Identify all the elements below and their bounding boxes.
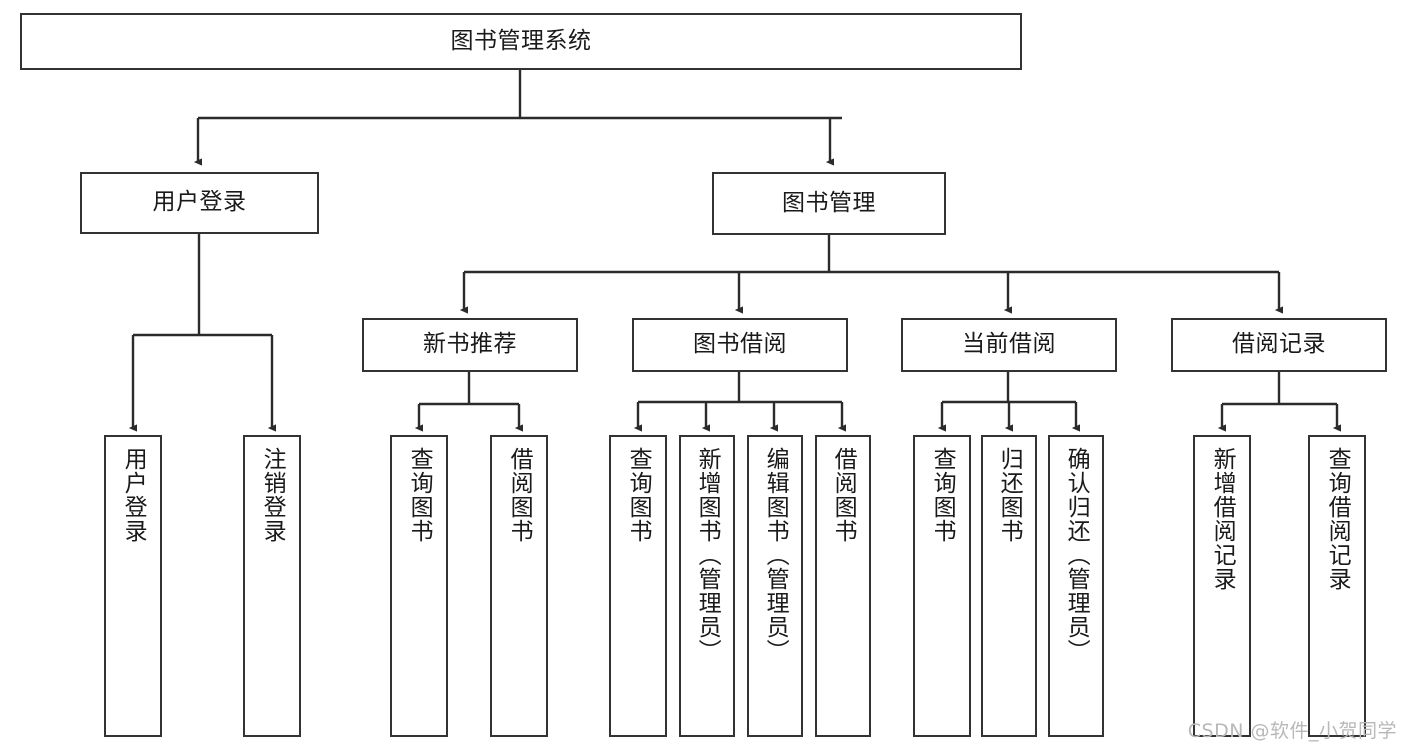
node-new-book-recommend-label: 新书推荐 [423,331,517,358]
node-leaf-query-borrow-record-label: 查询借阅记录 [1324,447,1351,591]
node-leaf-user-login[interactable]: 用户登录 [104,435,162,737]
node-leaf-confirm-return-label: 确认归还（管理员） [1063,447,1090,663]
node-user-login[interactable]: 用户登录 [80,172,319,234]
node-leaf-borrow-book-1-label: 借阅图书 [506,447,533,543]
node-leaf-edit-book[interactable]: 编辑图书（管理员） [747,435,803,737]
node-leaf-add-book-label: 新增图书（管理员） [694,447,721,663]
node-leaf-add-borrow-record[interactable]: 新增借阅记录 [1193,435,1251,737]
node-book-borrow[interactable]: 图书借阅 [632,318,848,372]
node-leaf-edit-book-label: 编辑图书（管理员） [762,447,789,663]
node-leaf-query-book-2-label: 查询图书 [625,447,652,543]
csdn-watermark: CSDN @软件_小贺同学 [1187,720,1397,742]
node-leaf-query-book-2[interactable]: 查询图书 [609,435,667,737]
node-new-book-recommend[interactable]: 新书推荐 [362,318,578,372]
node-leaf-logout-login-label: 注销登录 [259,447,286,543]
node-leaf-user-login-label: 用户登录 [120,447,147,543]
node-leaf-query-book-3-label: 查询图书 [929,447,956,543]
node-book-management-label: 图书管理 [782,189,876,216]
node-leaf-borrow-book-1[interactable]: 借阅图书 [490,435,548,737]
node-borrow-record-label: 借阅记录 [1232,331,1326,358]
node-user-login-label: 用户登录 [152,189,247,216]
node-leaf-query-book-3[interactable]: 查询图书 [913,435,971,737]
node-leaf-query-borrow-record[interactable]: 查询借阅记录 [1308,435,1366,737]
node-current-borrow[interactable]: 当前借阅 [901,318,1117,372]
node-leaf-confirm-return[interactable]: 确认归还（管理员） [1048,435,1104,737]
node-borrow-record[interactable]: 借阅记录 [1171,318,1387,372]
node-leaf-query-book-1-label: 查询图书 [406,447,433,543]
node-book-management[interactable]: 图书管理 [712,172,946,235]
node-leaf-query-book-1[interactable]: 查询图书 [390,435,448,737]
node-current-borrow-label: 当前借阅 [962,331,1056,358]
node-leaf-return-book-label: 归还图书 [996,447,1023,543]
node-leaf-add-borrow-record-label: 新增借阅记录 [1209,447,1236,591]
node-root-book-management-system[interactable]: 图书管理系统 [20,13,1022,70]
node-book-borrow-label: 图书借阅 [693,331,787,358]
node-leaf-return-book[interactable]: 归还图书 [981,435,1037,737]
node-leaf-logout-login[interactable]: 注销登录 [243,435,301,737]
node-root-label: 图书管理系统 [450,27,592,54]
node-leaf-borrow-book-2-label: 借阅图书 [830,447,857,543]
node-leaf-add-book[interactable]: 新增图书（管理员） [679,435,735,737]
node-leaf-borrow-book-2[interactable]: 借阅图书 [815,435,871,737]
